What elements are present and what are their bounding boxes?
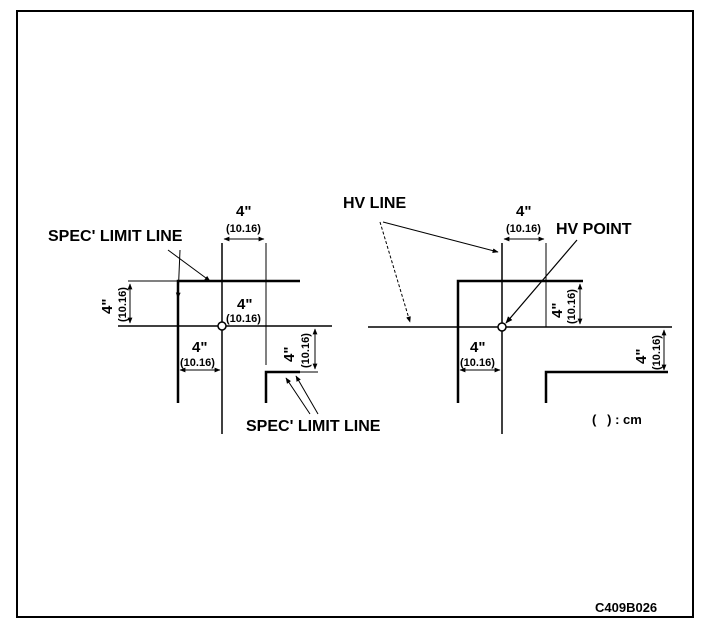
left-spec-limit-label-top: SPEC' LIMIT LINE — [48, 228, 183, 245]
right-spec-limit-line-bottom — [544, 370, 668, 403]
right-hv-leader-2 — [379, 221, 411, 323]
left-dim-right-cm: (10.16) — [300, 333, 312, 368]
left-dim-center-cm: (10.16) — [226, 313, 261, 325]
figure-code: C409B026 — [595, 600, 657, 615]
units-note: ( ) : cm — [592, 412, 642, 427]
left-leader-bottom-2 — [295, 375, 319, 415]
right-dim-right-top-cm: (10.16) — [566, 289, 578, 324]
left-leader-top-2 — [175, 249, 181, 299]
left-spec-limit-line-bottom — [264, 370, 300, 403]
right-dim-bottom-cm: (10.16) — [460, 357, 495, 369]
left-dim-top-in: 4" — [236, 203, 251, 220]
right-dim-right-bottom-in: 4" — [633, 349, 650, 364]
right-dim-top-cm: (10.16) — [506, 223, 541, 235]
right-dim-right-top-in: 4" — [549, 303, 566, 318]
right-hv-point-label: HV POINT — [556, 221, 632, 238]
right-dim-right-bottom-cm: (10.16) — [651, 335, 663, 370]
right-hv-point — [497, 322, 507, 332]
left-leader-bottom-1 — [285, 377, 311, 415]
right-hv-line-label: HV LINE — [343, 195, 406, 212]
left-dim-left-cm: (10.16) — [117, 287, 129, 322]
right-dim-top-in: 4" — [516, 203, 531, 220]
left-dim-center-in: 4" — [237, 296, 252, 313]
left-hv-point — [217, 321, 227, 331]
left-dim-bottom-in: 4" — [192, 339, 207, 356]
left-dim-left-in: 4" — [99, 299, 116, 314]
left-diagram: SPEC' LIMIT LINE SPEC' LIMIT LINE 4" (10… — [48, 203, 381, 435]
right-hv-point-leader — [505, 239, 578, 324]
left-dim-right-in: 4" — [281, 347, 298, 362]
right-diagram: HV LINE HV POINT 4" (10.16) 4" (10.16) 4… — [343, 195, 672, 434]
left-dim-bottom-cm: (10.16) — [180, 357, 215, 369]
right-dim-bottom-in: 4" — [470, 339, 485, 356]
left-spec-limit-label-bottom: SPEC' LIMIT LINE — [246, 418, 381, 435]
left-dim-top-cm: (10.16) — [226, 223, 261, 235]
left-leader-top-1 — [167, 249, 211, 282]
right-hv-leader-1 — [382, 221, 499, 253]
